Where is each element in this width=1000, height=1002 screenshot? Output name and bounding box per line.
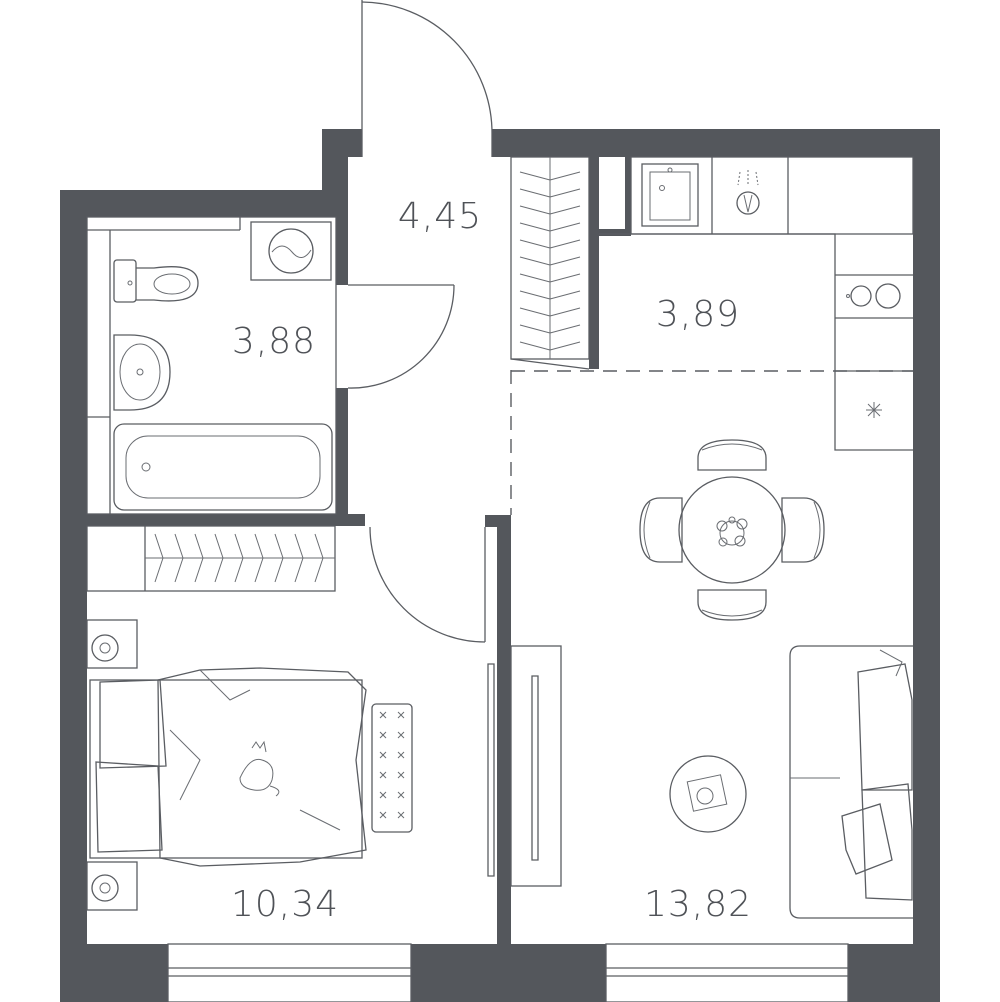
flower-vase-icon xyxy=(716,516,748,547)
wall-right xyxy=(913,129,940,959)
chair-icon xyxy=(781,497,825,563)
wall-bottom-right xyxy=(848,944,940,1002)
wall-bottom-left xyxy=(60,944,168,1002)
wall-left xyxy=(60,190,87,959)
bedroom-furniture xyxy=(86,619,413,911)
chair-icon xyxy=(697,589,767,621)
washing-machine-icon xyxy=(250,221,332,281)
wall-top-right xyxy=(492,129,940,157)
wall-kitchen-niche xyxy=(589,157,599,369)
windows xyxy=(167,943,849,1002)
bathtub-icon xyxy=(113,423,333,511)
mirror-icon xyxy=(487,663,495,877)
dining-table-icon xyxy=(639,439,825,621)
kitchen-fixtures xyxy=(641,163,901,418)
chair-icon xyxy=(639,497,683,563)
bench-icon xyxy=(371,703,413,833)
wall-kitchen-niche-cap xyxy=(599,229,629,236)
cooktop-icon xyxy=(846,283,901,309)
window-icon xyxy=(167,943,412,1002)
door-swing-icon xyxy=(369,526,486,643)
tv-stand-icon xyxy=(510,645,562,887)
wardrobe-icon xyxy=(519,157,581,359)
door-swing-icon xyxy=(361,0,493,157)
chair-icon xyxy=(697,439,767,471)
area-label-bedroom: 10,34 xyxy=(231,884,339,925)
wall-bathroom-bottom xyxy=(87,514,365,526)
wall-bottom-mid xyxy=(411,944,606,1002)
wall-entrance-jamb xyxy=(322,129,348,217)
area-label-living: 13,82 xyxy=(644,884,752,925)
cat-icon xyxy=(239,740,280,797)
bathroom-fixtures xyxy=(113,221,333,511)
sink-icon xyxy=(113,334,171,411)
sofa-icon xyxy=(789,645,913,919)
window-icon xyxy=(605,943,849,1002)
area-label-kitchen: 3,89 xyxy=(656,294,740,335)
area-label-bathroom: 3,88 xyxy=(232,321,316,362)
doors xyxy=(347,0,493,643)
walls xyxy=(60,129,940,1002)
wall-top-left xyxy=(60,190,348,217)
door-swing-icon xyxy=(347,284,455,389)
wall-partition-bedroom-living xyxy=(497,515,511,944)
toilet-icon xyxy=(113,259,199,303)
nightstand-icon xyxy=(86,619,138,669)
kitchen-sink-icon xyxy=(641,163,699,227)
nightstand-icon xyxy=(86,861,138,911)
bed-icon xyxy=(89,667,367,867)
wall-kitchen-niche-side xyxy=(625,157,631,236)
kitchen-tap-icon xyxy=(736,170,760,215)
wall-bathroom-right-bottom xyxy=(336,388,348,514)
wall-bathroom-right-top xyxy=(336,217,348,285)
area-label-hallway: 4,45 xyxy=(398,196,482,237)
area-labels: 4,45 3,88 3,89 10,34 13,82 xyxy=(231,196,752,925)
rug-icon xyxy=(669,755,747,833)
wall-partition-cap xyxy=(485,515,511,527)
bathroom-outline xyxy=(86,216,337,515)
fridge-icon xyxy=(866,402,882,418)
wardrobe-icon xyxy=(145,533,335,583)
kitchen-counter-top xyxy=(630,156,914,235)
